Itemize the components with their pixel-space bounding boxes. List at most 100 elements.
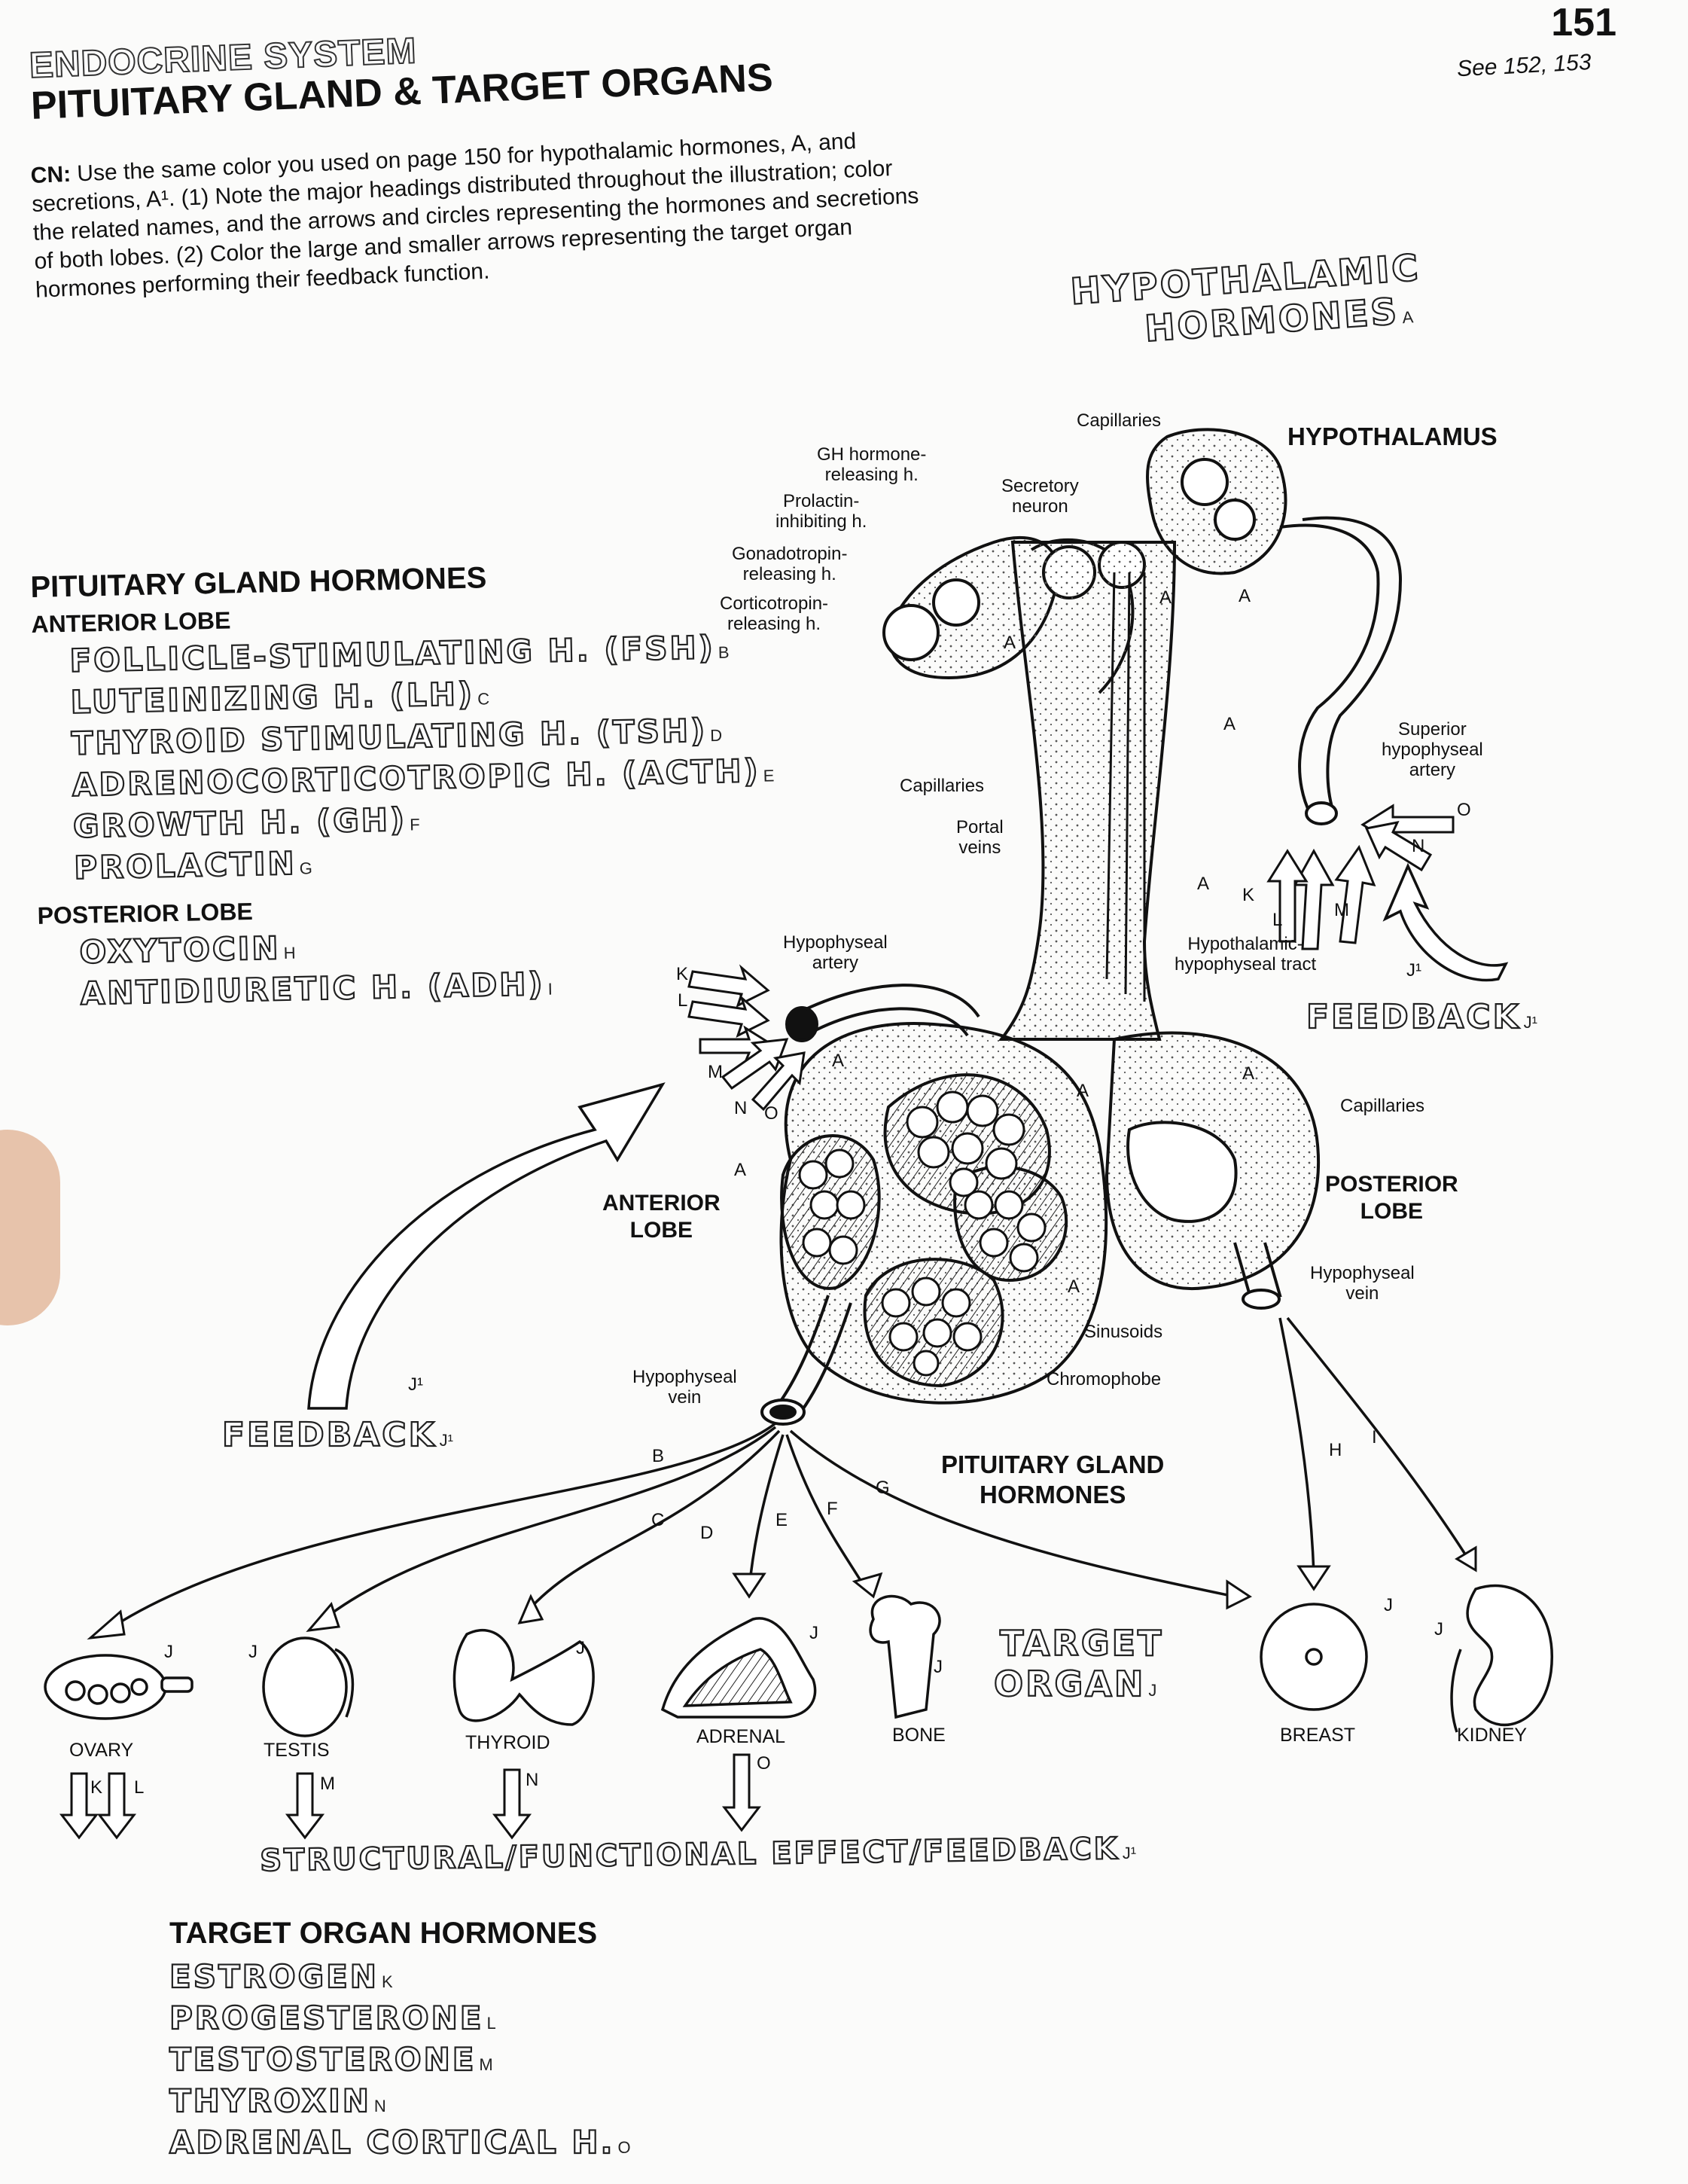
tag-m-right: M: [1334, 900, 1349, 920]
feedback-tag-left: J¹: [439, 1431, 453, 1450]
arrow-heads: [87, 1545, 1477, 1640]
tag-l-right: L: [1272, 910, 1283, 930]
tag-o-right: O: [1457, 800, 1471, 820]
tag-f: F: [827, 1499, 838, 1519]
label-prolactin-inhibiting: Prolactin- inhibiting h.: [775, 491, 867, 532]
tag-c: C: [651, 1510, 665, 1530]
tag-e: E: [775, 1510, 788, 1530]
tag-a-7: A: [1077, 1081, 1089, 1101]
label-secretory-neuron: Secretory neuron: [1001, 476, 1079, 517]
tag-k-ovary: K: [90, 1777, 103, 1798]
tag-j-ovary: J: [164, 1642, 173, 1662]
target-hormones-title: TARGET ORGAN HORMONES: [169, 1917, 598, 1950]
breast-drawing: [1260, 1603, 1368, 1711]
label-portal-veins: Portal veins: [956, 817, 1004, 858]
vessels: [760, 984, 1282, 1426]
tag-m-left: M: [708, 1062, 723, 1082]
tag-k-right: K: [1242, 885, 1255, 905]
label-pituitary-gland-hormones: PITUITARY GLAND HORMONES: [941, 1450, 1165, 1508]
infundibulum: [998, 541, 1177, 1041]
tag-n-thyroid: N: [526, 1770, 539, 1790]
tag-a-6: A: [832, 1051, 845, 1071]
thyroid-drawing: [452, 1628, 595, 1726]
label-gonadotropin-releasing: Gonadotropin- releasing h.: [732, 544, 848, 584]
label-capillaries-posterior: Capillaries: [1340, 1096, 1425, 1116]
label-chromophobe: Chromophobe: [1047, 1369, 1162, 1389]
tag-i: I: [1372, 1427, 1377, 1447]
tag-g: G: [876, 1478, 890, 1498]
label-hypothalamic-tract: Hypothalamic- hypophyseal tract: [1175, 934, 1317, 975]
target-organ-line1: TARGET: [999, 1622, 1164, 1664]
thumb-in-photo: [0, 1130, 60, 1325]
effect-tag: J¹: [1122, 1843, 1137, 1863]
label-posterior-lobe: POSTERIOR LOBE: [1325, 1172, 1458, 1224]
label-capillaries-top: Capillaries: [1077, 410, 1162, 431]
testis-drawing: [262, 1636, 355, 1737]
feedback-text-left: FEEDBACK: [221, 1415, 437, 1455]
tag-m-testis: M: [320, 1774, 335, 1794]
label-capillaries-mid: Capillaries: [900, 776, 985, 796]
tag-o-left: O: [764, 1103, 778, 1124]
organ-label-kidney: KIDNEY: [1457, 1725, 1528, 1746]
label-hypothalamus: HYPOTHALAMUS: [1287, 422, 1498, 450]
feedback-arrows: [307, 862, 1509, 1410]
tag-a-1: A: [1159, 587, 1172, 608]
tag-l-ovary: L: [134, 1777, 145, 1798]
tag-j-bone: J: [934, 1657, 943, 1677]
tag-a-4: A: [1223, 714, 1236, 734]
tag-n-right: N: [1412, 836, 1425, 856]
tag-j-breast: J: [1384, 1595, 1393, 1615]
tag-h: H: [1329, 1440, 1342, 1460]
label-hypophyseal-artery: Hypophyseal artery: [783, 932, 888, 973]
tag-a-9: A: [734, 1160, 747, 1180]
organ-label-adrenal: ADRENAL: [696, 1726, 786, 1747]
feedback-tag-right: J¹: [1523, 1013, 1537, 1032]
label-sinusoids: Sinusoids: [1084, 1322, 1163, 1342]
tag-a-8: A: [1242, 1063, 1255, 1084]
label-anterior-lobe: ANTERIOR LOBE: [602, 1191, 721, 1243]
ovary-drawing: [44, 1654, 193, 1720]
target-hormone-feedback-arrows-left: [687, 964, 806, 1112]
label-corticotropin-releasing: Corticotropin- releasing h.: [720, 593, 829, 634]
posterior-lobe-body: [1105, 1031, 1321, 1291]
tag-n-left: N: [734, 1098, 748, 1118]
tag-o-adrenal: O: [757, 1753, 771, 1774]
target-organ-tag: J: [1148, 1681, 1157, 1700]
label-hypophyseal-vein-right: Hypophyseal vein: [1310, 1263, 1415, 1304]
tag-j-kidney: J: [1434, 1619, 1443, 1640]
label-superior-artery: Superior hypophyseal artery: [1382, 719, 1483, 780]
organ-label-testis: TESTIS: [264, 1740, 330, 1761]
target-hormone-feedback-arrows-right: [1266, 804, 1455, 950]
tag-a-2: A: [1239, 586, 1251, 606]
target-organ-line2: ORGAN: [993, 1663, 1146, 1705]
tag-j1-right: J¹: [1406, 960, 1421, 981]
tag-k-left: K: [676, 964, 689, 984]
organ-label-ovary: OVARY: [69, 1740, 134, 1761]
organ-label-breast: BREAST: [1280, 1725, 1356, 1746]
organ-label-thyroid: THYROID: [465, 1732, 550, 1753]
tag-d: D: [700, 1523, 714, 1543]
label-gh-releasing: GH hormone- releasing h.: [817, 444, 927, 485]
page-number: 151: [1551, 1, 1616, 44]
tag-a-3: A: [1004, 633, 1016, 653]
target-hormone-adrenal-cortical: ADRENAL CORTICAL H.O: [169, 2123, 631, 2161]
kidney-drawing: [1450, 1584, 1553, 1733]
effect-arrows: [59, 1753, 762, 1840]
tag-l-left: L: [678, 990, 688, 1011]
tag-j-testis: J: [248, 1642, 257, 1662]
tag-j-adrenal: J: [809, 1623, 818, 1643]
label-hypophyseal-vein-left: Hypophyseal vein: [632, 1367, 737, 1408]
bone-drawing: [869, 1594, 941, 1719]
anterior-lobe-cells: [798, 1090, 1047, 1377]
tag-j-thyroid: J: [576, 1638, 585, 1658]
tag-j1-left: J¹: [408, 1374, 423, 1395]
